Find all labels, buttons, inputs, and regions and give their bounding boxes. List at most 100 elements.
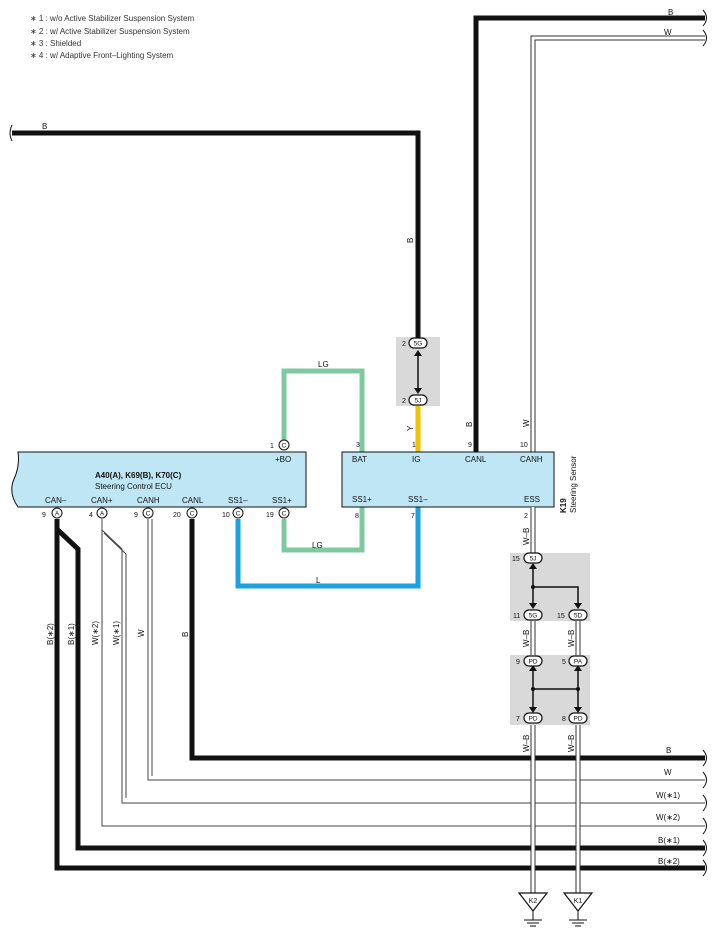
arrow-up-icon — [414, 350, 422, 356]
arrow-down-icon — [574, 707, 582, 713]
ecu-pin-num-3: 20 — [173, 512, 181, 519]
label-canl-b: B — [465, 422, 474, 427]
junction-num-pd-bottom-right: 8 — [562, 716, 566, 723]
junction-conn-ess-top: 5J — [530, 556, 537, 563]
ground-k2-icon — [517, 892, 549, 912]
wire-break-right-1 — [702, 9, 707, 27]
junction-conn-pd-left: PD — [528, 659, 537, 666]
wire-top-b — [473, 15, 705, 454]
wire-ecu-w2 — [101, 519, 705, 827]
wire-break-right-3 — [702, 749, 707, 767]
label-canh-w: W — [522, 419, 531, 427]
ecu-pin-conn-circle-5 — [278, 507, 290, 519]
ecu-pin-num-4: 10 — [222, 512, 230, 519]
label-ecu-b2: B(∗2) — [46, 623, 55, 645]
sensor-pin-num-ess: 2 — [524, 513, 528, 520]
ecu-pin-conn-circle-4 — [232, 507, 244, 519]
wire-break-right-4 — [702, 771, 707, 789]
junction-num-ess-top: 15 — [512, 556, 520, 563]
junction-conn-pd-bottom-left: PD — [528, 716, 537, 723]
wire-top-w-outer — [530, 35, 705, 454]
ecu-pin-label-can-minus: CAN– — [45, 496, 67, 505]
wire-break-right-6 — [702, 817, 707, 835]
label-wb-right: W–B — [567, 630, 576, 647]
note-1: ∗ 1 : w/o Active Stabilizer Suspension S… — [30, 14, 195, 23]
ecu-title: A40(A), K69(B), K70(C) — [95, 471, 182, 480]
wire-top-w-inner — [531, 36, 705, 454]
label-out-w1: W(∗1) — [656, 791, 680, 800]
junction-num-ess-left: 11 — [513, 613, 520, 620]
arrow-down-icon — [529, 603, 537, 609]
label-left-b: B — [42, 122, 47, 131]
ecu-pin-conn-circle-1 — [96, 507, 108, 519]
junction-conn-ess-left: 5G — [529, 613, 538, 620]
label-wb-left: W–B — [522, 630, 531, 647]
sensor-pin-num-ig: 1 — [412, 442, 416, 449]
wire-l — [235, 507, 421, 589]
junction-oval-ig-lower — [408, 394, 428, 406]
ecu-pin-bo-conn: C — [282, 443, 287, 450]
ecu-pin-conn-3: C — [190, 511, 195, 518]
arrow-down-icon — [529, 707, 537, 713]
wire-left-b — [12, 130, 421, 338]
wire-lg-bottom — [281, 507, 365, 553]
ecu-pin-label-can-plus: CAN+ — [91, 496, 113, 505]
note-2: ∗ 2 : w/ Active Stabilizer Suspension Sy… — [30, 27, 190, 36]
ecu-pin-conn-circle-2 — [142, 507, 154, 519]
arrow-down-icon — [414, 388, 422, 394]
junction-num-ig-upper: 2 — [402, 341, 406, 348]
junction-oval-pd-left — [523, 655, 543, 667]
sensor-pin-label-bat: BAT — [352, 455, 367, 464]
label-lg-bottom: LG — [312, 541, 323, 550]
junction-num-ess-right: 15 — [557, 613, 565, 620]
sensor-pin-num-canh: 10 — [520, 442, 528, 449]
wire-break-right-5 — [702, 794, 707, 812]
sensor-pin-label-canl: CANL — [465, 455, 487, 464]
label-top-w: W — [664, 28, 672, 37]
label-ecu-w: W — [137, 629, 146, 637]
ecu-pin-conn-1: A — [100, 511, 105, 518]
note-3: ∗ 3 : Shielded — [30, 39, 82, 48]
label-wb-right2: W–B — [567, 735, 576, 752]
wire-ecu-w1 — [101, 529, 705, 804]
ecu-pin-conn-4: C — [236, 511, 241, 518]
ecu-pin-conn-5: C — [282, 511, 287, 518]
junction-oval-ig-upper — [408, 337, 428, 349]
ecu-pin-bo-num: 1 — [270, 443, 274, 450]
wire-break-right-2 — [702, 29, 707, 47]
arrow-up-icon — [529, 563, 537, 569]
sensor-name: Steering Sensor — [569, 455, 578, 513]
label-wb-left2: W–B — [522, 735, 531, 752]
ecu-pin-bo-circle — [278, 439, 290, 451]
ground-k1-label: K1 — [574, 898, 583, 905]
sensor-pin-label-ss1-minus: SS1– — [408, 495, 428, 504]
label-out-b2: B(∗2) — [658, 857, 680, 866]
junction-conn-pa-right: PA — [574, 659, 583, 666]
junction-5j-dot — [531, 585, 535, 589]
ecu-pin-label-ss1-plus: SS1+ — [272, 496, 292, 505]
label-ecu-b: B — [181, 632, 190, 637]
label-ecu-b1: B(∗1) — [67, 623, 76, 645]
junction-conn-ess-right: 5D — [574, 613, 583, 620]
junction-oval-pa-right — [568, 655, 588, 667]
ground-k2-label: K2 — [529, 898, 538, 905]
sensor-pin-label-ess: ESS — [524, 495, 540, 504]
wire-ecu-b2 — [54, 519, 705, 871]
ecu-pin-bo-label: +BO — [275, 455, 291, 464]
label-out-b: B — [666, 746, 671, 755]
sensor-pin-label-canh: CANH — [520, 455, 543, 464]
sensor-pin-num-bat: 3 — [356, 442, 360, 449]
ecu-pin-conn-2: C — [146, 511, 151, 518]
junction-conn-pd-bottom-right: PD — [573, 716, 582, 723]
ecu-pin-num-2: 9 — [134, 512, 138, 519]
junction-conn-ig-upper: 5G — [414, 341, 423, 348]
junction-oval-ess-right — [568, 609, 588, 621]
junction-num-pa-right: 5 — [562, 659, 566, 666]
sensor-pin-num-canl: 9 — [468, 442, 472, 449]
junction-oval-pd-bottom-right — [568, 712, 588, 724]
sensor-pin-label-ig: IG — [412, 455, 420, 464]
arrow-up-icon — [529, 665, 537, 671]
label-ecu-w2: W(∗2) — [91, 621, 100, 645]
wire-break-left — [9, 124, 13, 142]
